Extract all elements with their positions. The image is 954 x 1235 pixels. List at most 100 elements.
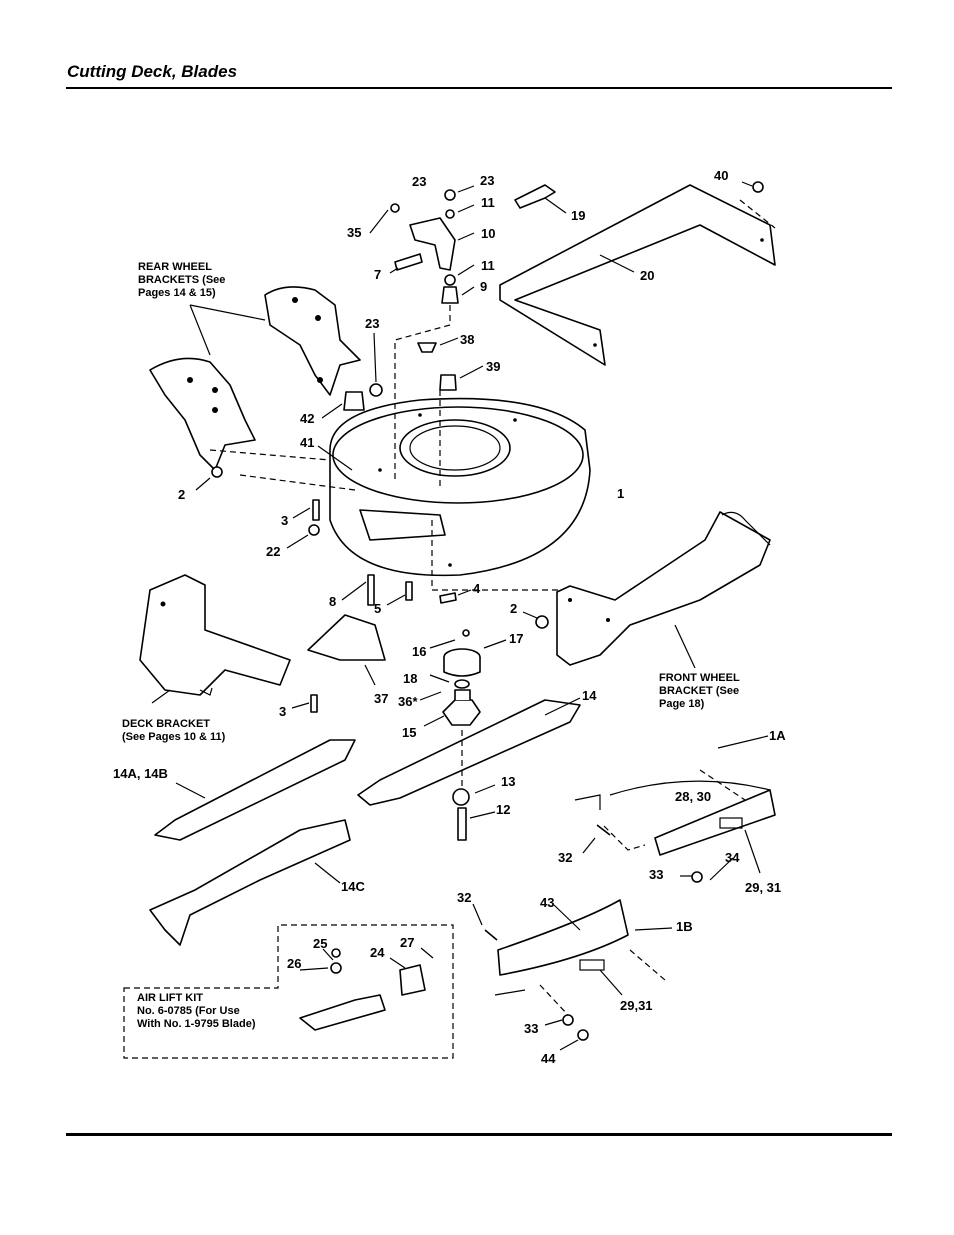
deck-housing — [329, 397, 591, 577]
svg-text:DECK BRACKET: DECK BRACKET — [122, 718, 210, 730]
blade-14 — [357, 699, 581, 806]
callout-9: 9 — [480, 279, 487, 294]
deck-bracket — [139, 574, 291, 696]
note-rear-wheel-brackets: REAR WHEEL BRACKETS (See Pages 14 & 15) — [138, 261, 225, 299]
note-front-wheel-bracket: FRONT WHEEL BRACKET (See Page 18) — [659, 672, 740, 710]
header-rule — [66, 87, 892, 89]
page-title: Cutting Deck, Blades — [67, 62, 238, 81]
chute-1a — [574, 780, 776, 856]
nut-2-front — [535, 615, 549, 629]
callout-3b: 3 — [279, 704, 286, 719]
callout-33a: 33 — [649, 867, 663, 882]
callout-20: 20 — [640, 268, 654, 283]
callout-24: 24 — [370, 945, 385, 960]
svg-text:BRACKETS (See: BRACKETS (See — [138, 274, 225, 286]
leader-lines — [151, 181, 769, 1051]
adjust-bracket — [390, 189, 459, 304]
callout-7: 7 — [374, 267, 381, 282]
callout-41: 41 — [300, 435, 314, 450]
callout-28-30: 28, 30 — [675, 789, 711, 804]
callout-39: 39 — [486, 359, 500, 374]
callout-8: 8 — [329, 594, 336, 609]
callout-44: 44 — [541, 1051, 556, 1066]
callout-10: 10 — [481, 226, 495, 241]
svg-text:FRONT WHEEL: FRONT WHEEL — [659, 672, 740, 684]
rear-wheel-bracket-left — [149, 357, 256, 471]
callout-38: 38 — [460, 332, 474, 347]
callout-1B: 1B — [676, 919, 693, 934]
front-baffle — [499, 184, 776, 366]
callout-25: 25 — [313, 936, 327, 951]
svg-text:No. 6-0785 (For Use: No. 6-0785 (For Use — [137, 1005, 240, 1017]
fasteners — [211, 466, 703, 1041]
callout-1: 1 — [617, 486, 624, 501]
air-lift-fin — [399, 964, 426, 996]
plug-39 — [439, 374, 457, 391]
chute-1b — [494, 899, 629, 996]
callout-14: 14 — [582, 688, 597, 703]
callout-3a: 3 — [281, 513, 288, 528]
callout-1A: 1A — [769, 728, 786, 743]
svg-text:With No. 1-9795 Blade): With No. 1-9795 Blade) — [137, 1018, 256, 1030]
callout-12: 12 — [496, 802, 510, 817]
callout-26: 26 — [287, 956, 301, 971]
callout-32a: 32 — [558, 850, 572, 865]
note-deck-bracket: DECK BRACKET (See Pages 10 & 11) — [122, 718, 226, 743]
callout-11b: 11 — [481, 258, 495, 273]
nut-23 — [369, 383, 383, 397]
callout-2b: 2 — [510, 601, 517, 616]
air-lift-blade — [299, 994, 386, 1031]
assembly-lines — [209, 199, 776, 1016]
callout-4: 4 — [473, 581, 481, 596]
callout-22: 22 — [266, 544, 280, 559]
callout-11a: 11 — [481, 195, 495, 210]
callout-27: 27 — [400, 935, 414, 950]
spindle-assembly — [442, 629, 481, 726]
front-wheel-bracket — [556, 511, 771, 666]
plug-38 — [417, 342, 437, 353]
bolt-12 — [457, 807, 467, 841]
callout-42: 42 — [300, 411, 314, 426]
shield-37 — [307, 614, 386, 661]
callout-23a: 23 — [412, 174, 426, 189]
callout-36: 36* — [398, 694, 418, 709]
callout-33b: 33 — [524, 1021, 538, 1036]
callout-5: 5 — [374, 601, 381, 616]
air-lift-kit-box — [123, 924, 454, 1059]
callout-40: 40 — [714, 168, 728, 183]
svg-text:Pages 14 & 15): Pages 14 & 15) — [138, 287, 216, 299]
callout-17: 17 — [509, 631, 523, 646]
callout-13: 13 — [501, 774, 515, 789]
callout-32b: 32 — [457, 890, 471, 905]
callout-14c: 14C — [341, 879, 365, 894]
svg-text:(See Pages 10 & 11): (See Pages 10 & 11) — [122, 731, 226, 743]
svg-text:BRACKET (See: BRACKET (See — [659, 685, 739, 697]
rear-wheel-bracket-right — [264, 286, 361, 396]
callout-14ab: 14A, 14B — [113, 766, 168, 781]
callout-16: 16 — [412, 644, 426, 659]
callout-23b: 23 — [480, 173, 494, 188]
callout-37: 37 — [374, 691, 388, 706]
callout-43: 43 — [540, 895, 554, 910]
svg-text:AIR LIFT KIT: AIR LIFT KIT — [137, 992, 203, 1004]
callout-23c: 23 — [365, 316, 379, 331]
callout-19: 19 — [571, 208, 585, 223]
blade-14ab — [154, 739, 356, 841]
plug-42 — [343, 391, 365, 411]
callout-29-31a: 29, 31 — [745, 880, 781, 895]
blade-14c — [149, 819, 351, 946]
callout-34: 34 — [725, 850, 740, 865]
footer-rule — [66, 1133, 892, 1136]
washer-13 — [452, 788, 470, 806]
callout-18: 18 — [403, 671, 417, 686]
svg-text:REAR WHEEL: REAR WHEEL — [138, 261, 212, 273]
callout-29-31b: 29,31 — [620, 998, 653, 1013]
note-air-lift-kit: AIR LIFT KIT No. 6-0785 (For Use With No… — [137, 992, 256, 1030]
callout-labels: 23 23 40 11 19 35 10 7 11 9 20 23 38 39 … — [113, 168, 786, 1066]
nut-40 — [752, 181, 764, 193]
svg-text:Page 18): Page 18) — [659, 698, 705, 710]
callout-15: 15 — [402, 725, 416, 740]
baffle-clip — [514, 184, 556, 209]
callout-2a: 2 — [178, 487, 185, 502]
